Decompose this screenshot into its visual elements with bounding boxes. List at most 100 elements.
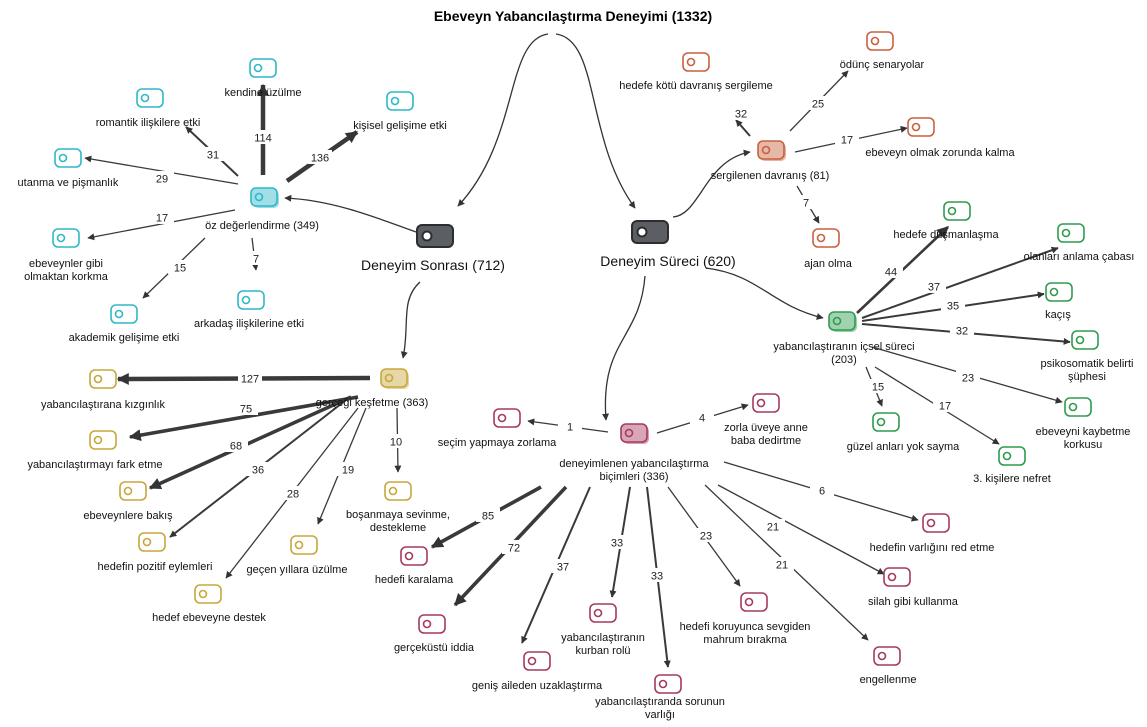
node-anlama-cabasi[interactable]: olanları anlama çabası xyxy=(1024,223,1135,263)
edge-sorunun_varligi: 33 xyxy=(645,486,671,668)
node-utanma[interactable]: utanma ve pişmanlık xyxy=(18,148,119,189)
node-label: hedefi koruyunca sevgiden xyxy=(680,621,811,633)
node-engellenme[interactable]: engellenme xyxy=(860,646,917,686)
node-label: biçimleri (336) xyxy=(599,471,668,483)
edge-weight: 33 xyxy=(611,538,623,550)
node-dusmanlasma[interactable]: hedefe düşmanlaşma xyxy=(893,201,999,241)
edge-label-bg xyxy=(246,462,270,476)
node-deneyim-sureci[interactable]: Deneyim Süreci (620) xyxy=(600,220,736,269)
node-label: geçen yıllara üzülme xyxy=(247,564,348,576)
node-kotu-davranis[interactable]: hedefe kötü davranış sergileme xyxy=(619,52,773,92)
edge-oz_degerlendirme xyxy=(284,194,417,233)
tag-icon xyxy=(812,228,840,248)
tag-icon xyxy=(380,368,409,389)
edge-kendine_uzulme: 114 xyxy=(251,83,275,175)
edge-nefret: 17 xyxy=(874,366,1000,445)
edge-weight: 136 xyxy=(311,153,329,165)
node-fark-etme[interactable]: yabancılaştırmayı fark etme xyxy=(27,430,163,471)
node-label: yabancılaştıranda sorunun xyxy=(595,696,725,708)
edge-akademik: 15 xyxy=(142,237,206,299)
edge-ebeveynler_gibi: 17 xyxy=(87,209,236,241)
node-romantik[interactable]: romantik ilişkilere etki xyxy=(96,88,201,129)
node-akademik[interactable]: akademik gelişime etki xyxy=(69,304,180,344)
node-kisisel-gelisim[interactable]: kişisel gelişime etki xyxy=(353,91,447,132)
node-nefret[interactable]: 3. kişilere nefret xyxy=(973,446,1051,485)
node-guzel-anlari[interactable]: güzel anları yok sayma xyxy=(847,412,960,453)
node-kizginlik[interactable]: yabancılaştırana kızgınlık xyxy=(41,369,166,411)
edge-weight: 28 xyxy=(287,489,299,501)
edge-line xyxy=(705,267,824,320)
tag-icon xyxy=(998,446,1026,466)
edge-weight: 17 xyxy=(939,401,951,413)
node-label: olmaktan korkma xyxy=(24,271,109,283)
node-kacis[interactable]: kaçış xyxy=(1045,282,1073,321)
node-label: yabancılaştırmayı fark etme xyxy=(27,459,162,471)
node-label: kaçış xyxy=(1045,309,1071,321)
tag-icon xyxy=(136,88,164,108)
edge-weight: 37 xyxy=(928,282,940,294)
edge-label-bg xyxy=(168,260,192,274)
tag-icon xyxy=(943,201,971,221)
node-karalama[interactable]: hedefi karalama xyxy=(375,546,454,586)
tag-icon xyxy=(752,393,780,413)
node-red-etme[interactable]: hedefin varlığını red etme xyxy=(870,513,995,554)
node-label: ajan olma xyxy=(804,258,853,270)
node-pozitif-eylemler[interactable]: hedefin pozitif eylemleri xyxy=(98,532,213,573)
tag-icon xyxy=(386,91,414,111)
tag-icon xyxy=(384,481,412,501)
node-label: engellenme xyxy=(860,674,917,686)
node-ebeveyn-olmak[interactable]: ebeveyn olmak zorunda kalma xyxy=(865,117,1015,159)
tag-icon xyxy=(400,546,428,566)
node-secim[interactable]: seçim yapmaya zorlama xyxy=(438,408,557,449)
edge-label-bg xyxy=(234,401,258,415)
node-kendine-uzulme[interactable]: kendine üzülme xyxy=(224,58,302,99)
node-icsel[interactable]: yabancılaştıranın içsel süreci(203) xyxy=(773,311,915,366)
node-genis-aile[interactable]: geniş aileden uzaklaştırma xyxy=(472,651,603,692)
edge-sergilenen xyxy=(672,149,751,218)
node-bosanmaya[interactable]: boşanmaya sevinme,destekleme xyxy=(346,481,450,534)
edge-label-bg xyxy=(384,434,408,448)
node-odunc[interactable]: ödünç senaryolar xyxy=(840,31,925,71)
tag-icon xyxy=(249,58,277,78)
node-label: ebeveynlere bakış xyxy=(83,510,173,522)
edge-weight: 85 xyxy=(482,511,494,523)
node-label: kişisel gelişime etki xyxy=(353,120,447,132)
tag-icon xyxy=(1057,223,1085,243)
node-label: hedefin pozitif eylemleri xyxy=(98,561,213,573)
node-ebeveynlere-bakis[interactable]: ebeveynlere bakış xyxy=(83,481,173,522)
edge-label-bg xyxy=(835,132,859,146)
node-sergilenen[interactable]: sergilenen davranış (81) xyxy=(711,140,830,182)
node-arkadas[interactable]: arkadaş ilişkilerine etki xyxy=(194,290,304,330)
node-hedef-destek[interactable]: hedef ebeveyne destek xyxy=(152,584,266,624)
node-label: Deneyim Süreci (620) xyxy=(600,253,735,269)
edge-weight: 23 xyxy=(700,531,712,543)
node-gecen-yillar[interactable]: geçen yıllara üzülme xyxy=(247,535,348,576)
edge-gecen_yillar: 19 xyxy=(317,407,367,525)
edge-weight: 15 xyxy=(872,382,884,394)
node-ajan[interactable]: ajan olma xyxy=(804,228,853,270)
edge-line xyxy=(555,33,636,209)
node-silah[interactable]: silah gibi kullanma xyxy=(868,567,959,608)
tag-icon xyxy=(589,603,617,623)
tag-icon xyxy=(89,430,117,450)
node-oz-degerlendirme[interactable]: öz değerlendirme (349) xyxy=(205,187,319,232)
node-gercekustu[interactable]: gerçeküstü iddia xyxy=(394,614,475,654)
edge-bosanmaya: 10 xyxy=(384,407,408,473)
edge-hedef_destek: 28 xyxy=(225,407,359,579)
edge-label-bg xyxy=(605,535,629,549)
edge-label-bg xyxy=(729,106,753,120)
node-deneyim-sonrasi[interactable]: Deneyim Sonrası (712) xyxy=(361,224,505,273)
node-gercegi-kesfetme[interactable]: gerçeği keşfetme (363) xyxy=(316,368,429,409)
edge-fark_etme: 75 xyxy=(128,395,359,442)
edge-deneyim_sureci xyxy=(555,33,636,209)
edge-weight: 4 xyxy=(699,413,705,425)
